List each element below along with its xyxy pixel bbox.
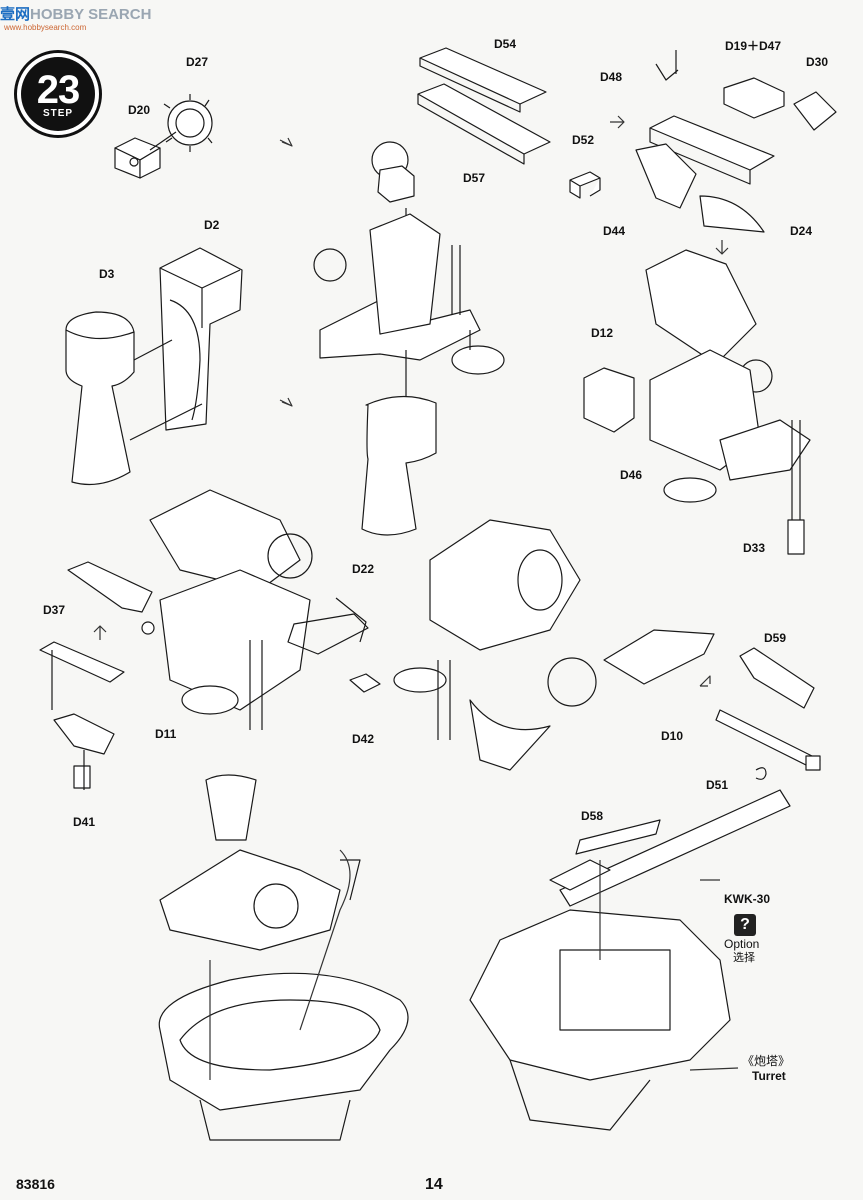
gun-mount-upper-center [313,141,505,400]
option-label-cn: 选择 [733,952,755,964]
question-icon: ? [734,914,756,936]
part-label-d42: D42 [352,732,375,746]
part-label-d57: D57 [463,171,486,185]
kit-code: 83816 [16,1176,55,1192]
part-label-d54: D54 [494,37,517,51]
part-label-d3: D3 [99,267,115,281]
part-label-d44: D44 [603,224,626,238]
part-label-d33: D33 [743,541,766,555]
gun-mount-right-middle [583,249,811,555]
part-label-d51: D51 [706,778,729,792]
step-number: 23 [36,67,80,112]
part-label-d48: D48 [600,70,623,84]
frame-upper-right [635,50,837,233]
turret-label-en: Turret [752,1069,786,1083]
watermark-url: www.hobbysearch.com [4,23,87,32]
turret-ring-left [158,972,409,1141]
part-label-d12: D12 [591,326,614,340]
parts-d37-d11-d41 [39,561,155,790]
housing-assembled-center [361,395,437,536]
part-label-d41: D41 [73,815,96,829]
part-label-d19-d47: D19＋D47 [725,39,782,53]
housing-part-d2 [159,247,243,431]
part-label-d2: D2 [204,218,220,232]
step-badge: 23 STEP [14,50,102,138]
part-label-d20: D20 [128,103,151,117]
watermark-brand-en: HOBBY SEARCH [30,6,152,23]
gear-part-d27 [163,94,213,152]
gun-mount-center-middle [349,519,715,771]
part-label-kwk30: KWK-30 [724,892,771,906]
part-label-d37: D37 [43,603,66,617]
part-label-d46: D46 [620,468,643,482]
part-label-d22: D22 [352,562,375,576]
part-label-d11: D11 [155,727,177,741]
gun-mount-left-middle [149,489,369,730]
page-number: 14 [425,1176,443,1193]
part-label-d59: D59 [764,631,787,645]
turret-label-cn: 《炮塔》 [742,1054,791,1068]
part-label-d27: D27 [186,55,209,69]
housing-part-d3 [65,311,135,485]
part-label-d10: D10 [661,729,684,743]
turret-assembled-right [469,789,791,1131]
arrows [93,115,729,687]
cap-part-d20 [114,137,161,179]
parts-d59-d10-d51 [715,647,821,780]
part-label-d30: D30 [806,55,829,69]
option-label: Option [724,937,760,951]
part-label-d52: D52 [572,133,595,147]
part-label-d24: D24 [790,224,813,238]
rail-parts-d54-d57 [417,47,601,199]
step-word: STEP [42,107,74,119]
gun-mount-lower-left [159,774,361,951]
watermark-brand-cn: 壹网 [0,6,31,23]
watermark-logo: 壹网HOBBY SEARCH [0,3,151,24]
part-label-d58: D58 [581,809,604,823]
